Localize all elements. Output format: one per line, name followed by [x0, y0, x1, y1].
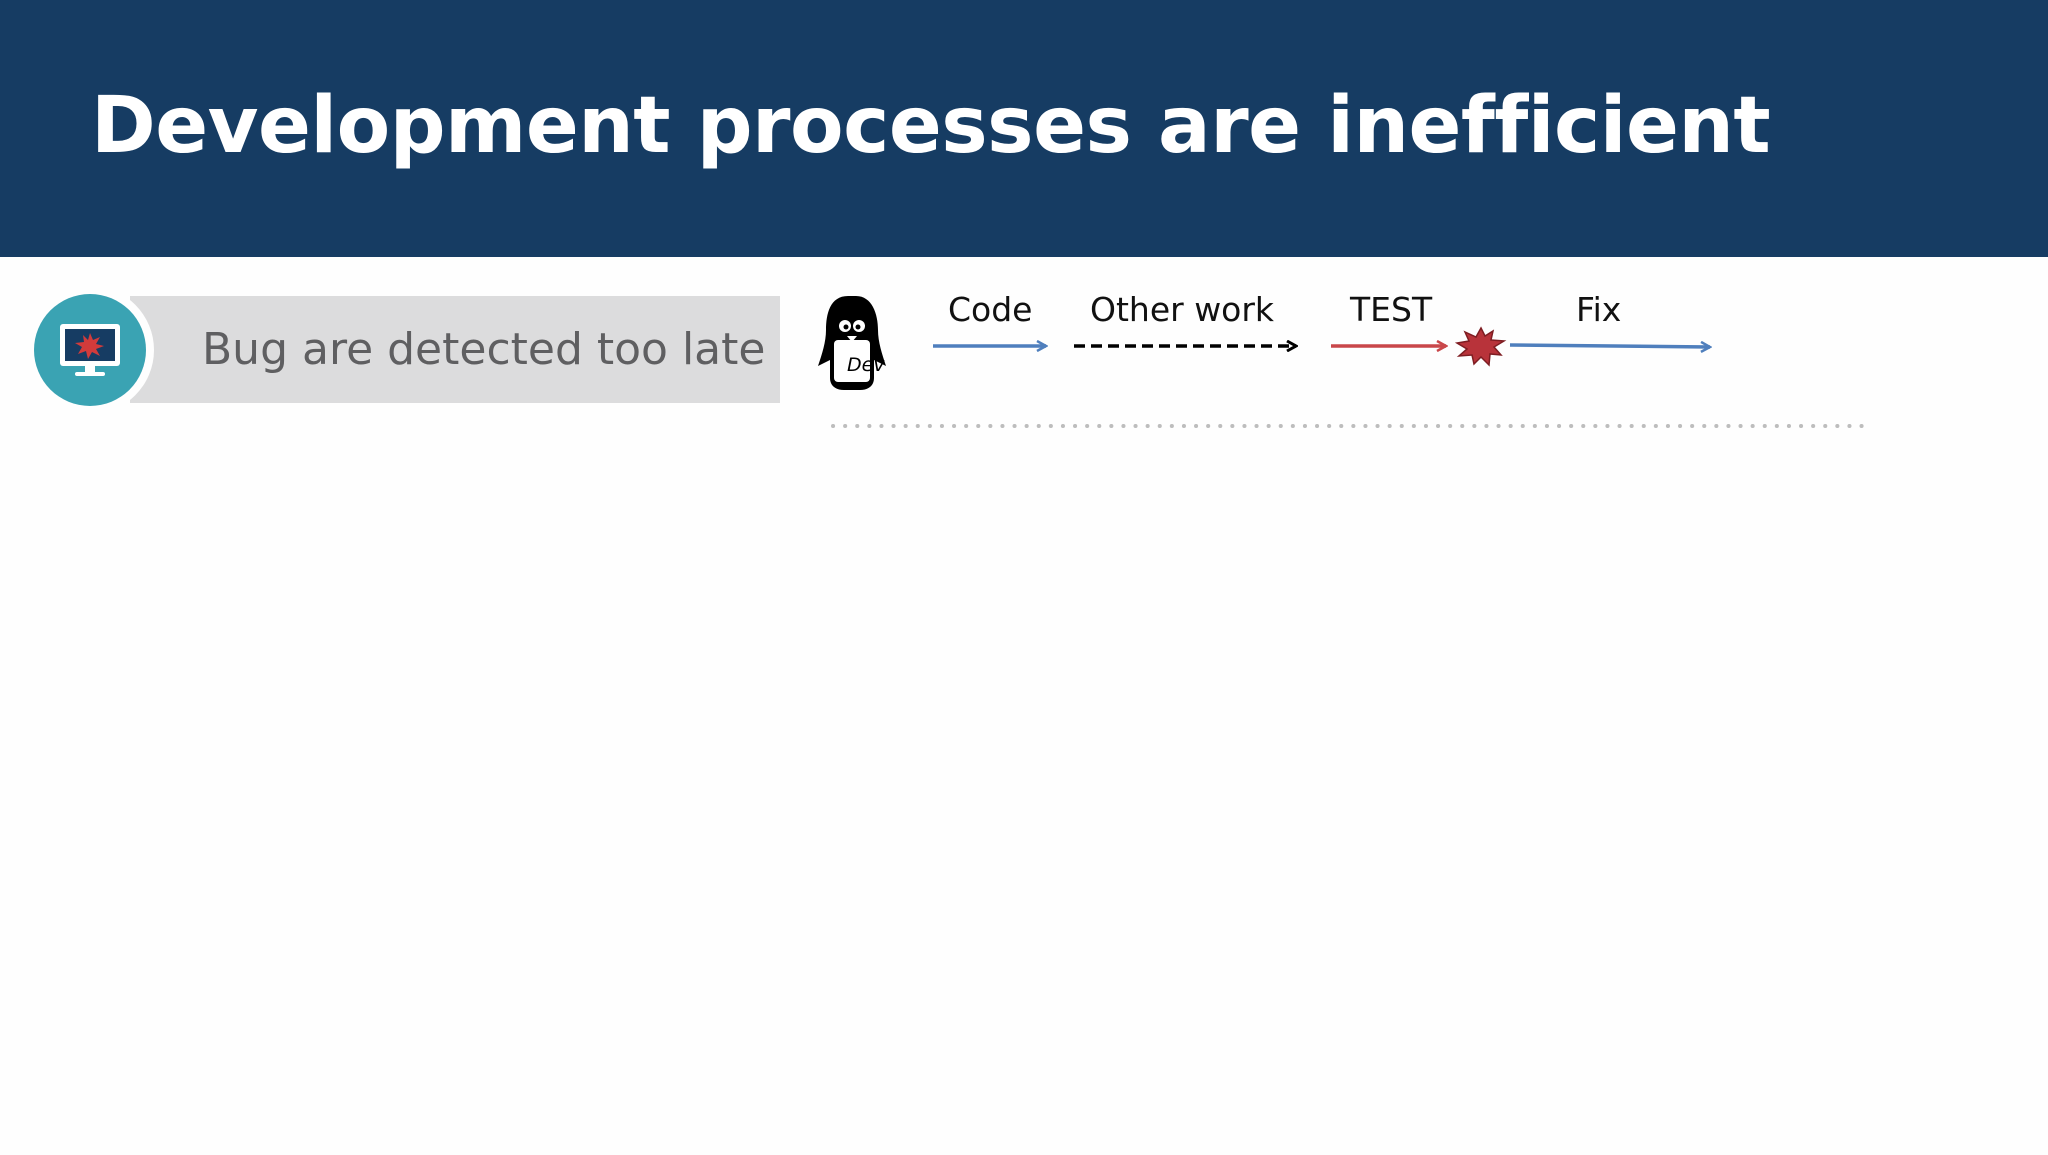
fix-arrow	[1509, 345, 1710, 347]
title-bar: Development processes are inefficient	[0, 0, 2048, 257]
step-label-code: Code	[948, 290, 1033, 329]
process-diagram: Dev Code Other work TEST Fix	[810, 290, 1890, 440]
bug-splat-icon	[1454, 326, 1507, 367]
point-band	[130, 296, 780, 403]
process-arrows	[818, 296, 1868, 428]
penguin-icon	[818, 296, 886, 390]
slide-title: Development processes are inefficient	[91, 81, 1771, 171]
point-text: Bug are detected too late	[202, 324, 766, 375]
actor-label: Dev	[847, 354, 885, 376]
step-label-other-work: Other work	[1090, 290, 1275, 329]
monitor-bug-icon	[28, 293, 154, 407]
step-label-test: TEST	[1350, 290, 1433, 329]
step-label-fix: Fix	[1576, 290, 1622, 329]
